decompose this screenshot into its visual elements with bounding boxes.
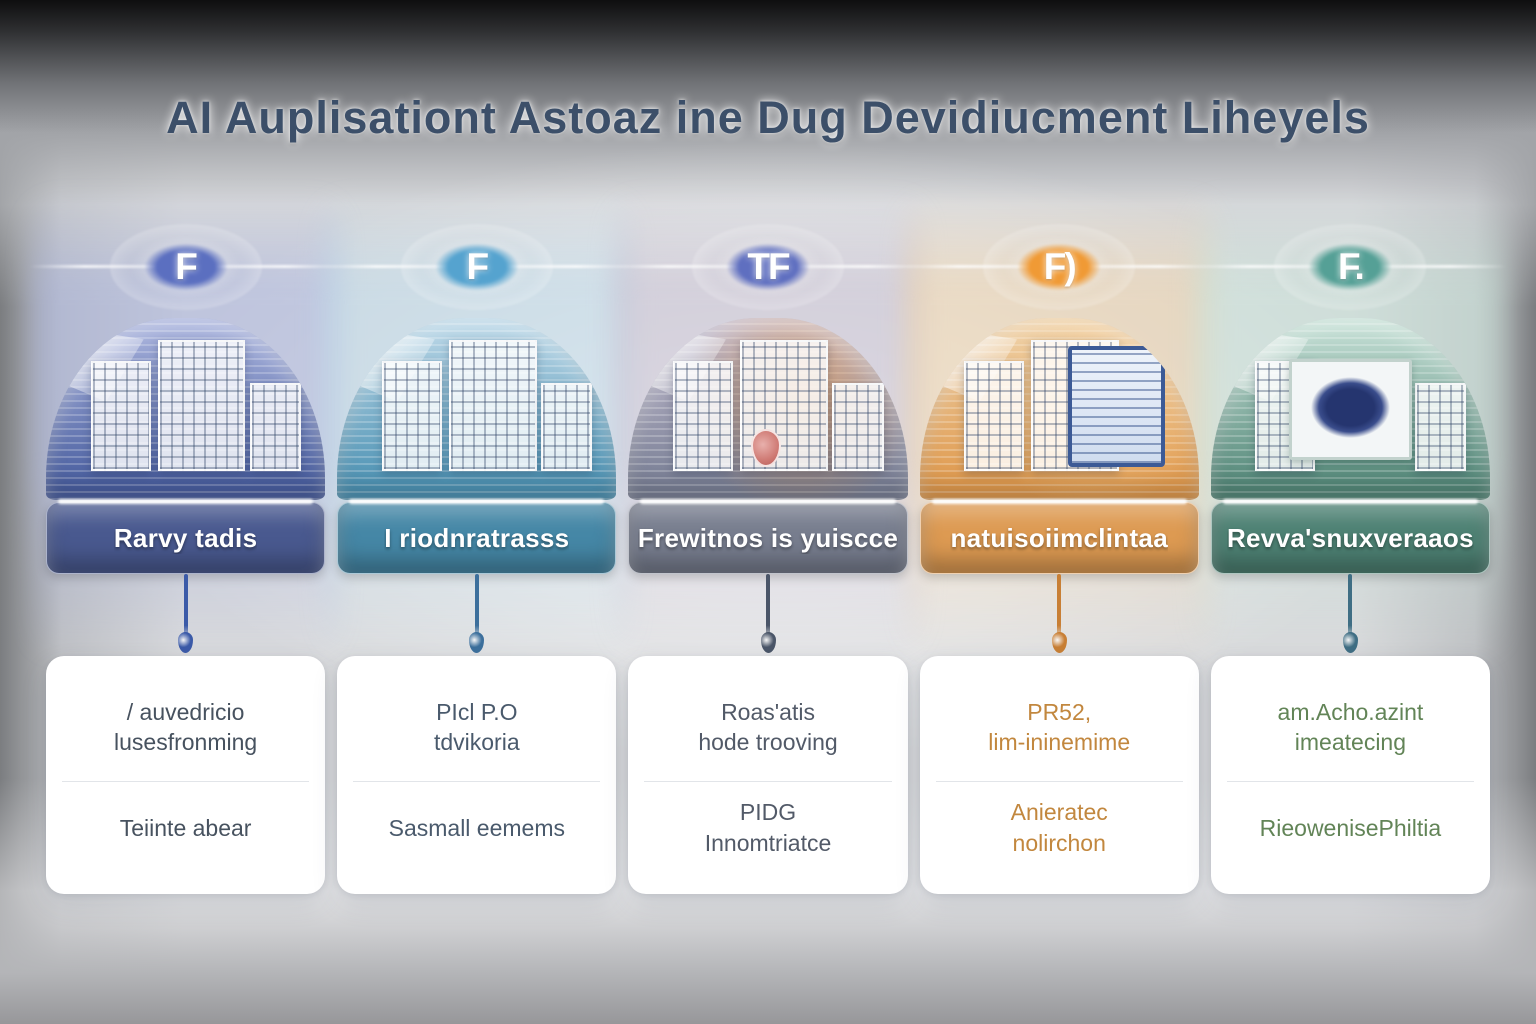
stage-banner-label: Revva'snuxveraaos — [1226, 522, 1474, 553]
stage-card: / auvedricio lusesfronming Teiinte abear — [46, 656, 326, 894]
drip-connector-icon — [628, 574, 907, 656]
building-block — [1414, 383, 1467, 471]
card-divider — [644, 780, 892, 782]
stages-row: F Rarvy tadis / auvedricio lusesfronming… — [46, 222, 1491, 894]
building-block — [90, 361, 151, 471]
stage-banner: I riodnratrasss — [337, 502, 617, 574]
page-title: AI Auplisationt Astoaz ine Dug Devidiucm… — [166, 92, 1370, 143]
card-secondary-text: Sasmall eemems — [388, 814, 565, 841]
card-primary-text: / auvedricio lusesfronming — [114, 698, 258, 756]
card-divider — [935, 780, 1183, 782]
stage-banner: Frewitnos is yuiscce — [628, 502, 908, 574]
stage-column-2: F I riodnratrasss PIcl P.O tdvikoria Sas… — [337, 222, 617, 894]
stage-banner-label: Frewitnos is yuiscce — [637, 522, 899, 553]
card-divider — [353, 780, 601, 782]
brain-monitor-shape — [1288, 359, 1413, 460]
stage-column-1: F Rarvy tadis / auvedricio lusesfronming… — [46, 222, 326, 894]
stage-illustration — [337, 318, 617, 500]
card-secondary-text: Teiinte abear — [119, 814, 252, 841]
ai-particle-icon: F — [337, 222, 616, 312]
stage-column-3: TF Frewitnos is yuiscce Roas'atis hode t… — [628, 222, 908, 894]
stage-card: Roas'atis hode trooving PIDG Innomtriatc… — [628, 656, 908, 894]
drip-connector-icon — [337, 574, 616, 656]
drip-connector-icon — [1211, 574, 1490, 656]
building-block — [448, 339, 537, 471]
card-divider — [1226, 780, 1475, 782]
icon-letter: F — [466, 246, 489, 287]
card-secondary-text: RieowenisePhiltia — [1259, 814, 1442, 841]
stage-card: am.Acho.azint imeatecing RieowenisePhilt… — [1210, 656, 1491, 894]
icon-letter: F. — [1338, 246, 1365, 287]
drip-connector-icon — [46, 574, 325, 656]
card-primary-text: Roas'atis hode trooving — [698, 698, 838, 756]
stage-banner: natuisoiimclintaa — [919, 502, 1199, 574]
card-primary-text: PR52, lim-ininemime — [988, 698, 1131, 756]
building-block — [157, 339, 246, 471]
drip-connector-icon — [920, 574, 1199, 656]
card-secondary-text: PIDG Innomtriatce — [704, 799, 832, 856]
stage-card: PR52, lim-ininemime Anieratec nolirchon — [919, 656, 1199, 894]
stage-banner-label: I riodnratrasss — [384, 522, 570, 553]
stage-column-4: F) natuisoiimclintaa PR52, lim-ininemime… — [919, 222, 1199, 894]
icon-letter: TF — [747, 246, 790, 287]
stage-banner: Revva'snuxveraaos — [1210, 502, 1491, 574]
particle-blob-icon — [400, 224, 553, 310]
stage-banner-label: Rarvy tadis — [113, 522, 258, 553]
stage-illustration — [628, 318, 908, 500]
stage-illustration — [1210, 318, 1491, 500]
building-block — [832, 383, 884, 471]
particle-blob-icon — [692, 224, 844, 310]
stage-illustration — [46, 318, 326, 500]
lab-server-shape — [1067, 346, 1166, 468]
stage-banner-label: natuisoiimclintaa — [950, 522, 1168, 553]
card-primary-text: PIcl P.O tdvikoria — [433, 698, 520, 756]
stage-column-5: F. Revva'snuxveraaos am.Acho.azint imeat… — [1210, 222, 1491, 894]
stage-banner: Rarvy tadis — [46, 502, 326, 574]
building-block — [673, 361, 733, 471]
card-primary-text: am.Acho.azint imeatecing — [1277, 698, 1424, 756]
ai-particle-icon: F — [46, 222, 325, 312]
card-divider — [62, 780, 310, 782]
icon-letter: F — [175, 246, 198, 287]
building-block — [249, 383, 302, 471]
heart-drop-shape — [751, 429, 782, 468]
card-secondary-text: Anieratec nolirchon — [1010, 799, 1108, 856]
stage-illustration — [919, 318, 1199, 500]
ai-particle-icon: TF — [628, 222, 907, 312]
stage-card: PIcl P.O tdvikoria Sasmall eemems — [337, 656, 617, 894]
particle-blob-icon — [1274, 224, 1427, 310]
building-block — [381, 361, 442, 471]
building-block — [964, 361, 1025, 471]
ai-particle-icon: F) — [920, 222, 1199, 312]
icon-letter: F) — [1043, 246, 1077, 287]
particle-blob-icon — [983, 224, 1136, 310]
particle-blob-icon — [109, 224, 262, 310]
building-block — [541, 383, 593, 471]
ai-particle-icon: F. — [1211, 222, 1490, 312]
